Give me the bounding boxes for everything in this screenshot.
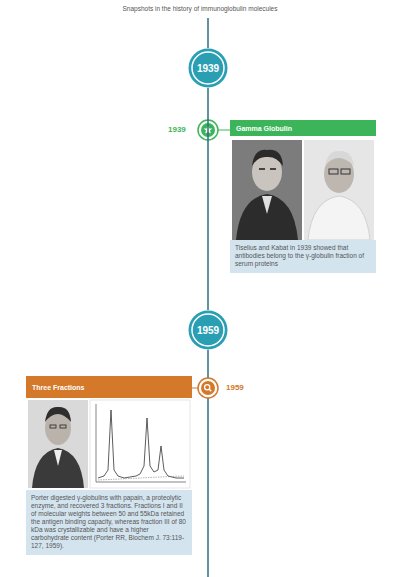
- year-text: 1959: [197, 325, 219, 336]
- diagram-title: Snapshots in the history of immunoglobul…: [0, 5, 400, 12]
- timeline-connector: [208, 88, 209, 310]
- portrait-photo: [304, 140, 374, 240]
- card-caption: Porter digested γ-globulins with papain,…: [26, 490, 192, 555]
- year-circle: 1939: [188, 48, 228, 88]
- picture-slot: [26, 398, 192, 490]
- search-icon: [198, 378, 218, 398]
- card-heading: Gamma Globulin: [230, 120, 376, 136]
- picture-slot: [230, 136, 376, 240]
- card-caption: Tiselius and Kabat in 1939 showed that a…: [230, 240, 376, 273]
- event-card: Gamma GlobulinTiselius and Kabat in 1939…: [230, 120, 376, 273]
- chromatogram-chart: [90, 400, 190, 488]
- year-label: 1959: [226, 383, 244, 392]
- event-card: Three FractionsPorter digested γ-globuli…: [26, 376, 192, 555]
- year-label: 1939: [168, 125, 186, 134]
- year-text: 1939: [197, 63, 219, 74]
- portrait-photo: [28, 400, 88, 488]
- timeline-line: [207, 18, 209, 48]
- year-circle: 1959: [188, 310, 228, 350]
- portrait-photo: [232, 140, 302, 240]
- card-heading: Three Fractions: [26, 376, 192, 398]
